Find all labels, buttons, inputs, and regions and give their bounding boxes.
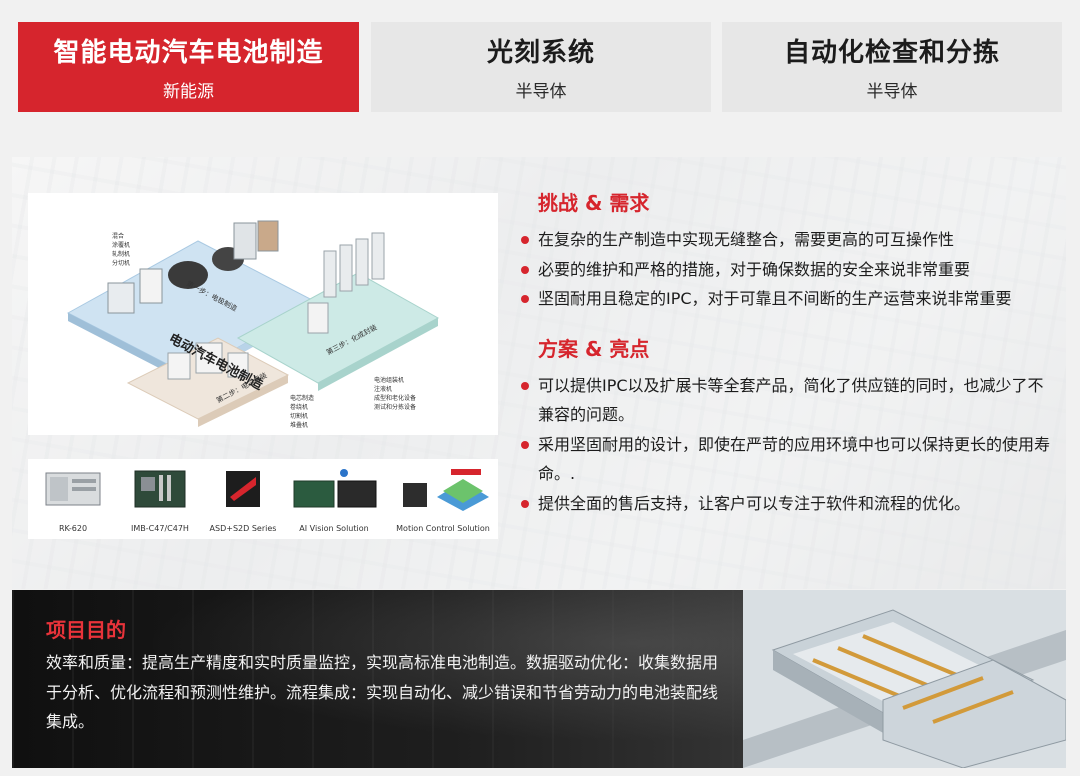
product-strip: RK-620 IMB-C47/C47H ASD+S2D Series bbox=[28, 459, 498, 539]
product-label: ASD+S2D Series bbox=[209, 524, 277, 533]
tab-title: 自动化检查和分拣 bbox=[783, 38, 1000, 68]
diagram-list-item: 轧制机 bbox=[112, 250, 130, 258]
product-motion-control[interactable]: Motion Control Solution bbox=[390, 467, 496, 533]
list-item: 必要的维护和严格的措施，对于确保数据的安全来说非常重要 bbox=[518, 255, 1058, 285]
motherboard-icon bbox=[134, 470, 186, 508]
diagram-list-item: 堆叠机 bbox=[290, 421, 308, 429]
diagram-list-item: 涂覆机 bbox=[112, 241, 130, 249]
diagram-list-item: 注液机 bbox=[374, 385, 392, 393]
bullet-dot-icon bbox=[521, 499, 529, 508]
industrial-pc-icon bbox=[45, 472, 101, 506]
diagram-list-item: 测试和分拣设备 bbox=[374, 403, 416, 411]
product-ai-vision[interactable]: AI Vision Solution bbox=[286, 467, 382, 533]
factory-isometric-illustration: 电动汽车电池制造 第一步：电极制造 第三步：化成封装 第二步：电芯组装 混合 涂… bbox=[66, 220, 440, 429]
battery-pack-illustration bbox=[743, 590, 1066, 768]
tab-title: 智能电动汽车电池制造 bbox=[53, 38, 324, 68]
bullet-dot-icon bbox=[521, 381, 529, 390]
product-label: RK-620 bbox=[58, 524, 88, 533]
ssd-icon bbox=[226, 471, 260, 507]
diagram-list-item: 分切机 bbox=[112, 259, 130, 267]
bullet-text: 在复杂的生产制造中实现无缝整合，需要更高的可互操作性 bbox=[538, 230, 955, 249]
project-goal-text: 效率和质量：提高生产精度和实时质量监控，实现高标准电池制造。数据驱动优化：收集数… bbox=[46, 653, 719, 731]
battery-module-photo bbox=[743, 590, 1066, 768]
project-goal-panel: 项目目的 效率和质量：提高生产精度和实时质量监控，实现高标准电池制造。数据驱动优… bbox=[12, 590, 743, 768]
bullet-text: 采用坚固耐用的设计，即使在严苛的应用环境中也可以保持更长的使用寿命。. bbox=[538, 434, 1051, 484]
bullet-text: 可以提供IPC以及扩展卡等全套产品，简化了供应链的同时，也减少了不兼容的问题。 bbox=[538, 375, 1044, 425]
product-label: IMB-C47/C47H bbox=[131, 524, 189, 533]
tab-subtitle: 半导体 bbox=[866, 82, 918, 102]
product-rk620[interactable]: RK-620 bbox=[38, 467, 108, 533]
bullet-dot-icon bbox=[521, 295, 529, 303]
case-text-column: 挑战 & 需求 在复杂的生产制造中实现无缝整合，需要更高的可互操作性 必要的维护… bbox=[518, 187, 1058, 518]
solutions-list: 可以提供IPC以及扩展卡等全套产品，简化了供应链的同时，也减少了不兼容的问题。 … bbox=[518, 371, 1058, 519]
tab-subtitle: 半导体 bbox=[515, 82, 567, 102]
product-label: AI Vision Solution bbox=[299, 524, 369, 533]
diagram-list-item: 切割机 bbox=[290, 412, 308, 420]
list-item: 坚固耐用且稳定的IPC，对于可靠且不间断的生产运营来说非常重要 bbox=[518, 284, 1058, 314]
bullet-dot-icon bbox=[521, 236, 529, 244]
bullet-text: 坚固耐用且稳定的IPC，对于可靠且不间断的生产运营来说非常重要 bbox=[538, 289, 1012, 308]
bullet-dot-icon bbox=[521, 440, 529, 449]
project-goal-section: 项目目的 效率和质量：提高生产精度和实时质量监控，实现高标准电池制造。数据驱动优… bbox=[12, 590, 1066, 768]
list-item: 可以提供IPC以及扩展卡等全套产品，简化了供应链的同时，也减少了不兼容的问题。 bbox=[518, 371, 1058, 430]
list-item: 采用坚固耐用的设计，即使在严苛的应用环境中也可以保持更长的使用寿命。. bbox=[518, 430, 1058, 489]
diagram-list-item: 卷绕机 bbox=[290, 403, 308, 411]
list-item: 在复杂的生产制造中实现无缝整合，需要更高的可互操作性 bbox=[518, 225, 1058, 255]
industry-tabs: 智能电动汽车电池制造 新能源 光刻系统 半导体 自动化检查和分拣 半导体 bbox=[18, 22, 1062, 112]
challenges-heading: 挑战 & 需求 bbox=[538, 191, 650, 215]
vision-card-icon bbox=[293, 469, 377, 508]
tab-title: 光刻系统 bbox=[486, 38, 595, 68]
tab-subtitle: 新能源 bbox=[163, 82, 214, 102]
bullet-text: 提供全面的售后支持，让客户可以专注于软件和流程的优化。 bbox=[538, 493, 971, 513]
diagram-list-item: 混合 bbox=[112, 232, 124, 240]
diagram-list-item: 电池组装机 bbox=[374, 376, 404, 384]
tab-inspection-sorting[interactable]: 自动化检查和分拣 半导体 bbox=[722, 22, 1062, 112]
list-item: 提供全面的售后支持，让客户可以专注于软件和流程的优化。 bbox=[518, 489, 1058, 519]
diagram-list-item: 成型和老化设备 bbox=[374, 394, 416, 402]
solutions-heading: 方案 & 亮点 bbox=[538, 336, 650, 361]
product-label: Motion Control Solution bbox=[396, 524, 490, 533]
tab-lithography[interactable]: 光刻系统 半导体 bbox=[371, 22, 711, 112]
case-content-panel: 电动汽车电池制造 第一步：电极制造 第三步：化成封装 第二步：电芯组装 混合 涂… bbox=[12, 157, 1066, 589]
bullet-dot-icon bbox=[521, 265, 529, 274]
diagram-list-item: 电芯制造 bbox=[290, 394, 314, 402]
tab-ev-battery[interactable]: 智能电动汽车电池制造 新能源 bbox=[18, 22, 359, 112]
battery-manufacturing-diagram: 电动汽车电池制造 第一步：电极制造 第三步：化成封装 第二步：电芯组装 混合 涂… bbox=[28, 193, 498, 435]
bullet-text: 必要的维护和严格的措施，对于确保数据的安全来说非常重要 bbox=[538, 259, 971, 279]
project-goal-heading: 项目目的 bbox=[46, 618, 126, 642]
product-imb-c47[interactable]: IMB-C47/C47H bbox=[124, 467, 196, 533]
motion-control-icon bbox=[403, 469, 489, 511]
challenges-list: 在复杂的生产制造中实现无缝整合，需要更高的可互操作性 必要的维护和严格的措施，对… bbox=[518, 225, 1058, 314]
product-asd-s2d[interactable]: ASD+S2D Series bbox=[206, 467, 280, 533]
